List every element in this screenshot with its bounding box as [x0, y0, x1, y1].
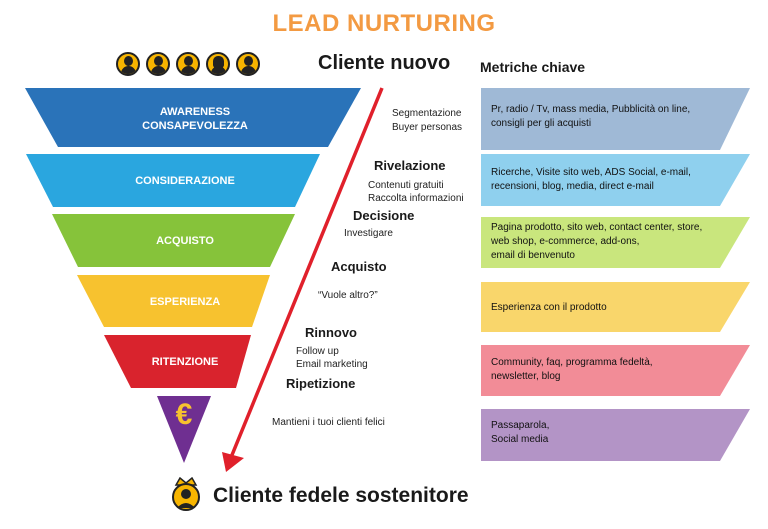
stage-label-line: AWARENESS — [159, 106, 231, 118]
end-label: Cliente fedele sostenitore — [213, 484, 469, 507]
crown-icon — [172, 477, 200, 511]
stage-label-considerazione: CONSIDERAZIONE — [135, 175, 235, 187]
person-icon — [176, 52, 200, 76]
metric-box-5 — [481, 345, 750, 396]
stage-label-awareness: AWARENESS CONSAPEVOLEZZA — [110, 105, 280, 133]
arrow-head-icon — [222, 452, 244, 472]
step-note-vuole-altro: “Vuole altro?” — [318, 290, 378, 301]
step-title-ripetizione: Ripetizione — [286, 376, 356, 391]
metric-box-1 — [481, 88, 750, 150]
metric-text-3: Pagina prodotto, sito web, contact cente… — [491, 221, 702, 263]
metric-line: recensioni, blog, media, direct e-mail — [491, 181, 654, 192]
funnel-stage-fedelta — [157, 396, 211, 463]
metric-box-6 — [481, 409, 750, 461]
step-note-investigare: Investigare — [344, 228, 393, 239]
metric-text-1: Pr, radio / Tv, mass media, Pubblicità o… — [491, 103, 690, 131]
stage-label-ritenzione: RITENZIONE — [151, 356, 219, 368]
euro-icon: € — [175, 398, 193, 431]
metric-line: email di benvenuto — [491, 250, 575, 261]
metric-line: Social media — [491, 434, 549, 445]
step-title-rivelazione: Rivelazione — [374, 158, 446, 173]
metric-text-6: Passaparola, Social media — [491, 419, 549, 447]
metric-line: Passaparola, — [491, 420, 550, 431]
metric-box-2 — [481, 154, 750, 206]
metric-line: newsletter, blog — [491, 371, 561, 382]
metric-line: Pagina prodotto, sito web, contact cente… — [491, 222, 703, 233]
metric-box-4 — [481, 282, 750, 332]
stage-label-line: CONSAPEVOLEZZA — [142, 120, 248, 132]
metric-line: Esperienza con il prodotto — [491, 302, 607, 313]
start-label: Cliente nuovo — [318, 52, 451, 74]
step-note-raccolta: Raccolta informazioni — [368, 193, 464, 204]
stage-label-esperienza: ESPERIENZA — [149, 296, 221, 308]
funnel-stage-ritenzione — [104, 335, 251, 388]
metric-line: Ricerche, Visite sito web, ADS Social, e… — [491, 167, 691, 178]
journey-arrow — [230, 87, 384, 456]
step-note-segmentazione: Segmentazione — [392, 108, 462, 119]
metric-text-5: Community, faq, programma fedeltà, newsl… — [491, 356, 653, 384]
metric-box-3 — [481, 217, 750, 268]
metric-line: Community, faq, programma fedeltà, — [491, 357, 653, 368]
metric-line: Pr, radio / Tv, mass media, Pubblicità o… — [491, 104, 691, 115]
step-title-rinnovo: Rinnovo — [305, 325, 357, 340]
funnel-stage-awareness — [25, 88, 361, 147]
metric-line: web shop, e-commerce, add-ons, — [491, 236, 640, 247]
person-icon — [146, 52, 170, 76]
funnel-stage-considerazione — [26, 154, 320, 207]
step-note-email-marketing: Email marketing — [296, 359, 368, 370]
step-title-decisione: Decisione — [353, 208, 415, 223]
stage-label-acquisto: ACQUISTO — [156, 235, 214, 247]
step-title-acquisto: Acquisto — [331, 259, 387, 274]
step-note-buyer-personas: Buyer personas — [392, 122, 463, 133]
person-icon — [236, 52, 260, 76]
page-title: LEAD NURTURING — [272, 10, 496, 37]
funnel-stage-acquisto — [52, 214, 295, 267]
person-icon — [116, 52, 140, 76]
step-note-contenuti: Contenuti gratuiti — [368, 180, 444, 191]
metric-line: consigli per gli acquisti — [491, 118, 592, 129]
step-note-mantieni: Mantieni i tuoi clienti felici — [272, 417, 385, 428]
woman-icon — [206, 52, 230, 76]
metrics-header: Metriche chiave — [480, 59, 586, 75]
funnel-stage-esperienza — [77, 275, 270, 327]
step-note-follow-up: Follow up — [296, 346, 339, 357]
metric-text-4: Esperienza con il prodotto — [491, 301, 607, 315]
metric-text-2: Ricerche, Visite sito web, ADS Social, e… — [491, 166, 691, 194]
